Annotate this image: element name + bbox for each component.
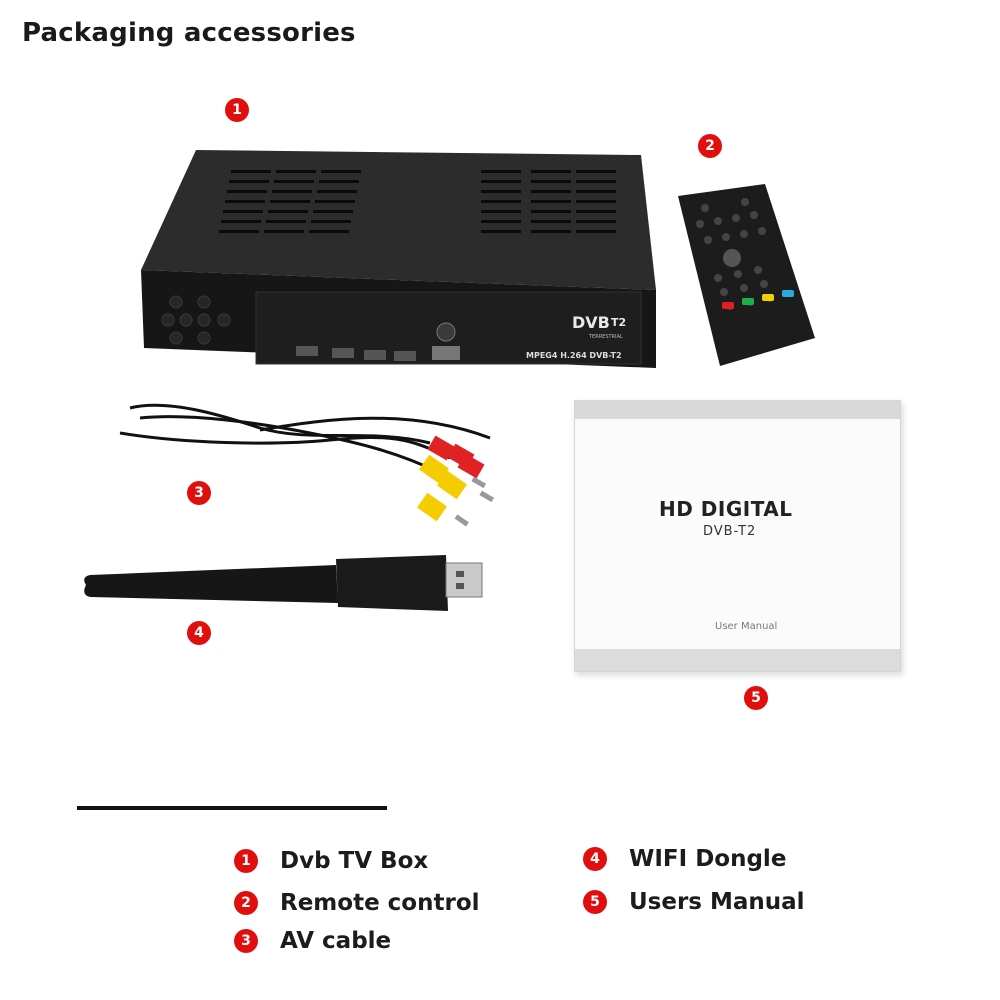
legend-item-2: 2 Remote control	[234, 890, 480, 916]
marker-2: 2	[698, 134, 722, 158]
marker-3: 3	[187, 481, 211, 505]
legend-divider	[77, 806, 387, 810]
legend-label: Dvb TV Box	[280, 848, 429, 874]
manual-footer: User Manual	[715, 621, 778, 632]
user-manual-image: HD DIGITAL DVB-T2 User Manual	[574, 400, 901, 672]
legend-number: 3	[234, 929, 258, 953]
dvb-logo-sub: T2	[611, 316, 626, 329]
legend-item-3: 3 AV cable	[234, 928, 391, 954]
dvb-logo: DVB	[572, 313, 610, 332]
legend-label: WIFI Dongle	[629, 846, 787, 872]
remote-control-image	[678, 184, 815, 366]
dvb-tv-box-image: DVB T2 TERRESTRIAL MPEG4 H.264 DVB-T2	[141, 150, 656, 368]
av-cable-image	[119, 403, 495, 527]
box-front-text: MPEG4 H.264 DVB-T2	[526, 351, 622, 360]
legend-number: 1	[234, 849, 258, 873]
legend-number: 5	[583, 890, 607, 914]
manual-title: HD DIGITAL	[659, 497, 793, 521]
marker-5: 5	[744, 686, 768, 710]
manual-subtitle: DVB-T2	[703, 524, 757, 539]
legend-label: Users Manual	[629, 889, 805, 915]
legend-number: 2	[234, 891, 258, 915]
legend-label: AV cable	[280, 928, 392, 954]
legend-item-5: 5 Users Manual	[583, 889, 805, 915]
legend-label: Remote control	[280, 890, 480, 916]
dvb-logo-small: TERRESTRIAL	[588, 334, 623, 340]
marker-4: 4	[187, 621, 211, 645]
legend-number: 4	[583, 847, 607, 871]
marker-1: 1	[225, 98, 249, 122]
legend-item-1: 1 Dvb TV Box	[234, 848, 428, 874]
page-title: Packaging accessories	[22, 18, 356, 48]
legend-item-4: 4 WIFI Dongle	[583, 846, 786, 872]
wifi-dongle-image	[84, 555, 483, 611]
